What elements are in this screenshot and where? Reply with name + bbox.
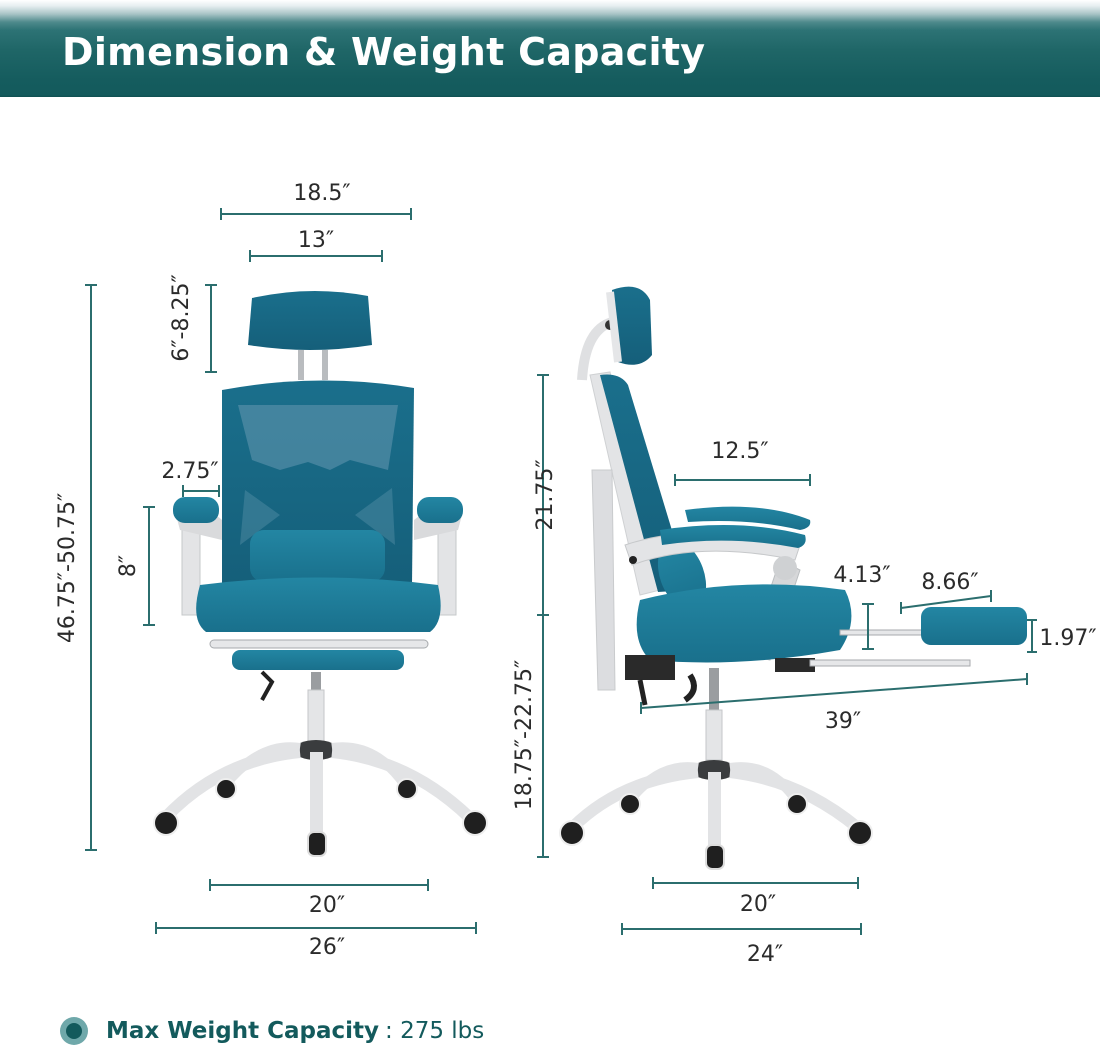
- dim-armrest-width: 2.75″: [161, 459, 218, 484]
- header-banner: Dimension & Weight Capacity: [0, 0, 1100, 97]
- dim-base-depth: 24″: [747, 942, 783, 967]
- dim-footrest-thickness: 1.97″: [1039, 626, 1096, 651]
- dim-backrest-height: 21.75″: [533, 459, 558, 530]
- weight-capacity-value: : 275 lbs: [385, 1018, 485, 1044]
- dimension-lines: [85, 208, 1037, 935]
- dim-overall-width: 18.5″: [293, 181, 350, 206]
- side-chair-illustration: [559, 286, 1027, 870]
- dim-footrest-length: 8.66″: [921, 570, 978, 595]
- dim-seat-depth: 20″: [740, 892, 776, 917]
- dim-reclined-length: 39″: [825, 709, 861, 734]
- dim-footrest-gap: 4.13″: [833, 563, 890, 588]
- weight-capacity: Max Weight Capacity : 275 lbs: [60, 1013, 484, 1049]
- weight-capacity-label: Max Weight Capacity: [106, 1018, 380, 1044]
- dim-headrest-adjust: 6″-8.25″: [169, 274, 194, 361]
- dim-base-width: 26″: [309, 935, 345, 960]
- dim-seat-height: 18.75″-22.75″: [512, 660, 537, 810]
- dim-seat-width: 20″: [309, 893, 345, 918]
- page-title: Dimension & Weight Capacity: [62, 30, 706, 74]
- front-chair-illustration: [153, 290, 488, 857]
- dim-headrest-width: 13″: [298, 228, 334, 253]
- bullet-circle-icon: [60, 1017, 88, 1045]
- dim-total-height: 46.75″-50.75″: [55, 493, 80, 643]
- dim-armrest-height: 8″: [116, 555, 141, 577]
- dim-armrest-length: 12.5″: [711, 439, 768, 464]
